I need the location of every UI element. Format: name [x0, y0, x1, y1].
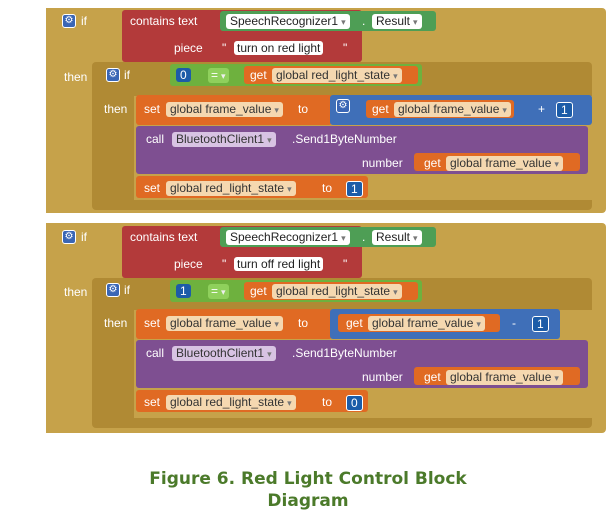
state-var-field[interactable]: global red_light_state▾ — [166, 181, 296, 196]
get-label: get — [372, 102, 389, 116]
compare-number[interactable]: 0 — [176, 68, 191, 82]
gear-icon[interactable]: ⚙ — [106, 283, 120, 297]
result-selector[interactable]: Result▾ — [372, 14, 422, 29]
quote-open: " — [222, 257, 227, 271]
frame-var-field[interactable]: global frame_value▾ — [368, 316, 485, 331]
quote-close: " — [343, 257, 348, 271]
quote-open: " — [222, 41, 227, 55]
piece-label: piece — [174, 257, 203, 271]
set-label: set — [144, 316, 161, 330]
gear-icon[interactable]: ⚙ — [106, 68, 120, 82]
piece-string[interactable]: turn off red light — [234, 257, 324, 271]
frame-var-field[interactable]: global frame_value▾ — [446, 370, 563, 385]
compare-op[interactable]: =▾ — [208, 68, 229, 83]
piece-label: piece — [174, 41, 203, 55]
piece-string[interactable]: turn on red light — [234, 41, 324, 55]
subtract-op[interactable]: - — [512, 316, 516, 330]
figure-caption-line-1: Figure 6. Red Light Control Block — [149, 469, 467, 489]
contains-label: contains text — [130, 230, 198, 244]
quote-close: " — [343, 41, 348, 55]
gap — [46, 213, 606, 223]
gear-icon[interactable]: ⚙ — [62, 14, 76, 28]
get-label: get — [424, 370, 441, 384]
bt-selector[interactable]: BluetoothClient1▾ — [172, 346, 276, 361]
inner-if-label: if — [124, 283, 130, 297]
add-op[interactable]: + — [538, 102, 546, 116]
set-label: set — [144, 181, 161, 195]
then-label: then — [64, 285, 88, 299]
method-label: .Send1ByteNumber — [292, 346, 397, 360]
to-label: to — [298, 316, 309, 330]
state-var-field[interactable]: global red_light_state▾ — [272, 68, 402, 83]
number-label: number — [362, 370, 403, 384]
if-label: if — [81, 230, 87, 244]
get-label: get — [250, 284, 267, 298]
dot: . — [362, 14, 366, 28]
get-label: get — [250, 68, 267, 82]
dot: . — [362, 230, 366, 244]
then-label: then — [64, 70, 88, 84]
to-label: to — [322, 181, 333, 195]
get-label: get — [346, 316, 363, 330]
gear-icon[interactable]: ⚙ — [336, 99, 350, 113]
inner-then-label: then — [104, 316, 128, 330]
inner-then-label: then — [104, 102, 128, 116]
component-selector[interactable]: SpeechRecognizer1▾ — [226, 14, 350, 29]
frame-var-field[interactable]: global frame_value▾ — [166, 316, 283, 331]
add-number[interactable]: 1 — [556, 102, 573, 118]
component-selector[interactable]: SpeechRecognizer1▾ — [226, 230, 350, 245]
get-label: get — [424, 156, 441, 170]
frame-var-field[interactable]: global frame_value▾ — [446, 156, 563, 171]
state-var-field[interactable]: global red_light_state▾ — [272, 284, 402, 299]
call-label: call — [146, 346, 165, 360]
compare-op[interactable]: =▾ — [208, 284, 229, 299]
set-label: set — [144, 102, 161, 116]
to-label: to — [322, 395, 333, 409]
number-label: number — [362, 156, 403, 170]
frame-var-field[interactable]: global frame_value▾ — [394, 102, 511, 117]
set-label: set — [144, 395, 161, 409]
state-number[interactable]: 0 — [346, 395, 363, 411]
method-label: .Send1ByteNumber — [292, 132, 397, 146]
inner-if-label: if — [124, 68, 130, 82]
frame-var-field[interactable]: global frame_value▾ — [166, 102, 283, 117]
result-selector[interactable]: Result▾ — [372, 230, 422, 245]
gear-icon[interactable]: ⚙ — [62, 230, 76, 244]
contains-label: contains text — [130, 14, 198, 28]
state-var-field[interactable]: global red_light_state▾ — [166, 395, 296, 410]
bt-selector[interactable]: BluetoothClient1▾ — [172, 132, 276, 147]
figure-caption-line-2: Diagram — [267, 491, 349, 511]
call-label: call — [146, 132, 165, 146]
subtract-number[interactable]: 1 — [532, 316, 549, 332]
if-label: if — [81, 14, 87, 28]
state-number[interactable]: 1 — [346, 181, 363, 197]
to-label: to — [298, 102, 309, 116]
compare-number[interactable]: 1 — [176, 284, 191, 298]
